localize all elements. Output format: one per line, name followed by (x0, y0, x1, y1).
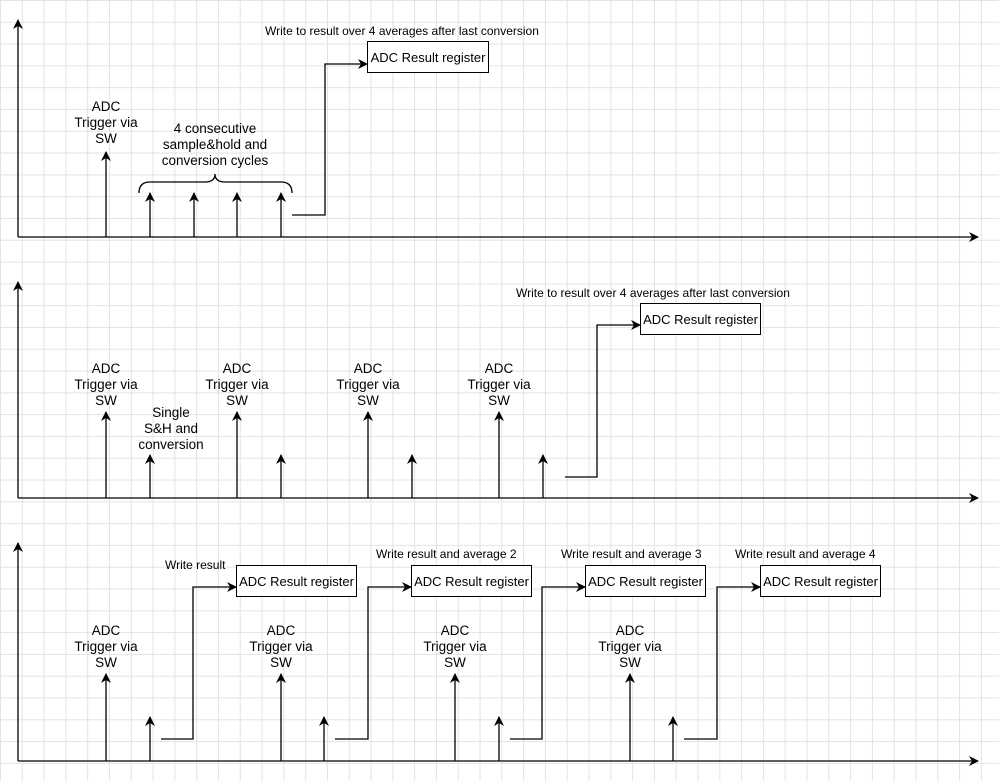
panel3-write-note-3: Write result and average 3 (561, 547, 702, 561)
panel2-result-register: ADC Result register (640, 303, 761, 335)
panel2-write-connector (565, 320, 641, 478)
panel3-result-register-4: ADC Result register (760, 565, 881, 597)
panel3-result-register-3: ADC Result register (585, 565, 706, 597)
panel3-write-connector-1 (161, 582, 237, 740)
panel3-trigger-label-1: ADC Trigger via SW (74, 623, 138, 670)
panel3-trigger-label-3: ADC Trigger via SW (423, 623, 487, 670)
panel2-write-note: Write to result over 4 averages after la… (516, 286, 790, 300)
panel3-write-connector-3 (510, 582, 586, 740)
panel2-trigger-label-4: ADC Trigger via SW (467, 361, 531, 408)
panel2-trigger-label-3: ADC Trigger via SW (336, 361, 400, 408)
panel1-curly-brace (138, 173, 293, 194)
panel3-trigger-label-2: ADC Trigger via SW (249, 623, 313, 670)
panel2-conversion-label: Single S&H and conversion (138, 405, 204, 452)
panel1-write-connector (292, 59, 368, 216)
panel3-write-connector-4 (684, 582, 761, 740)
panel3-write-connector-2 (335, 582, 412, 740)
panel2-trigger-label-1: ADC Trigger via SW (74, 361, 138, 408)
panel1-write-note: Write to result over 4 averages after la… (265, 24, 539, 38)
panel3-result-register-1: ADC Result register (236, 565, 357, 597)
panel1-result-register: ADC Result register (367, 41, 489, 73)
panel3-write-note-2: Write result and average 2 (376, 547, 517, 561)
panel3-result-register-2: ADC Result register (411, 565, 532, 597)
panel3-trigger-label-4: ADC Trigger via SW (598, 623, 662, 670)
panel3-write-note-4: Write result and average 4 (735, 547, 876, 561)
panel3-write-note-1: Write result (165, 558, 226, 572)
panel1-trigger-label: ADC Trigger via SW (74, 99, 138, 146)
panel1-brace-label: 4 consecutive sample&hold and conversion… (161, 121, 269, 168)
panel2-trigger-label-2: ADC Trigger via SW (205, 361, 269, 408)
